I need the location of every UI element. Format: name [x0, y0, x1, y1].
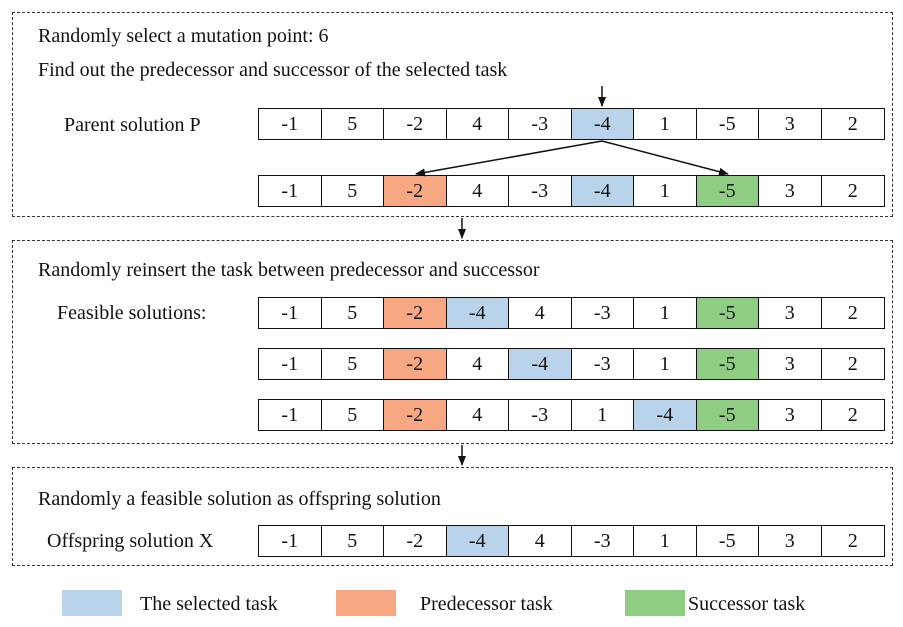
successor-task-cell: -5 — [696, 349, 759, 379]
parent-solution-label: Parent solution P — [64, 114, 201, 136]
sequence-cell: 5 — [322, 526, 384, 556]
sequence-cell: 2 — [847, 301, 858, 324]
feasible-solution-row-2: -1 5 -2 4 -4 -3 1 -5 3 2 — [258, 348, 885, 380]
offspring-solution-row: -1 5 -2 -4 4 -3 1 -5 3 2 — [258, 525, 885, 557]
sequence-cell: 3 — [759, 349, 822, 379]
sequence-cell: -3 — [572, 298, 634, 328]
selected-task-cell: -4 — [446, 526, 509, 556]
sequence-cell: 4 — [509, 526, 572, 556]
legend-predecessor-label: Predecessor task — [420, 593, 553, 615]
sequence-cell: 2 — [847, 179, 858, 202]
legend-successor-label: Successor task — [688, 593, 806, 615]
legend-predecessor-swatch — [336, 590, 396, 616]
sequence-cell: 4 — [447, 109, 509, 139]
legend-selected-swatch — [62, 590, 122, 616]
mutation-point-panel — [12, 12, 893, 217]
sequence-cell: 3 — [759, 176, 822, 206]
sequence-cell: -3 — [572, 526, 634, 556]
feasible-solutions-label: Feasible solutions: — [57, 302, 207, 324]
sequence-cell: 3 — [759, 526, 822, 556]
feasible-solution-row-3: -1 5 -2 4 -3 1 -4 -5 3 2 — [258, 399, 885, 431]
selected-task-cell: -4 — [634, 400, 697, 430]
sequence-cell: -1 — [259, 349, 322, 379]
reinsert-panel — [12, 240, 893, 444]
sequence-cell: -1 — [259, 526, 322, 556]
sequence-cell: 1 — [634, 176, 697, 206]
sequence-cell: 3 — [759, 109, 822, 139]
offspring-solution-label: Offspring solution X — [47, 530, 214, 552]
parent-solution-row: -1 5 -2 4 -3 -4 1 -5 3 2 — [258, 108, 885, 140]
sequence-cell: -2 — [384, 526, 447, 556]
selected-task-cell: -4 — [446, 298, 509, 328]
sequence-cell: -5 — [697, 526, 759, 556]
sequence-cell: -3 — [509, 400, 572, 430]
sequence-cell: -1 — [259, 400, 322, 430]
predecessor-task-cell: -2 — [384, 176, 447, 206]
sequence-cell: 1 — [634, 526, 697, 556]
feasible-solution-row-1: -1 5 -2 -4 4 -3 1 -5 3 2 — [258, 297, 885, 329]
sequence-cell: 2 — [847, 112, 858, 135]
sequence-cell: 4 — [447, 176, 509, 206]
sequence-cell: 5 — [322, 298, 384, 328]
sequence-cell: 3 — [759, 298, 822, 328]
sequence-cell: 1 — [634, 109, 697, 139]
marked-solution-row: -1 5 -2 4 -3 -4 1 -5 3 2 — [258, 175, 885, 207]
predecessor-task-cell: -2 — [384, 349, 447, 379]
successor-task-cell: -5 — [696, 298, 759, 328]
predecessor-successor-text: Find out the predecessor and successor o… — [38, 59, 508, 81]
sequence-cell: 2 — [847, 529, 858, 552]
reinsert-title: Randomly reinsert the task between prede… — [38, 259, 540, 281]
sequence-cell: 4 — [509, 298, 572, 328]
sequence-cell: -1 — [259, 176, 322, 206]
sequence-cell: 5 — [322, 176, 384, 206]
sequence-cell: -5 — [697, 109, 759, 139]
sequence-cell: 5 — [322, 400, 384, 430]
sequence-cell: -1 — [259, 109, 322, 139]
predecessor-task-cell: -2 — [384, 400, 447, 430]
offspring-panel — [12, 467, 893, 566]
sequence-cell: 3 — [759, 400, 822, 430]
sequence-cell: 5 — [322, 349, 384, 379]
selected-task-cell: -4 — [509, 349, 572, 379]
sequence-cell: 1 — [634, 349, 697, 379]
successor-task-cell: -5 — [696, 400, 759, 430]
selected-task-cell: -4 — [571, 176, 634, 206]
sequence-cell: -3 — [572, 349, 634, 379]
predecessor-task-cell: -2 — [384, 298, 447, 328]
sequence-cell: -3 — [509, 109, 572, 139]
sequence-cell: -1 — [259, 298, 322, 328]
mutation-point-text: Randomly select a mutation point: 6 — [38, 25, 329, 47]
offspring-title: Randomly a feasible solution as offsprin… — [38, 488, 441, 510]
sequence-cell: 2 — [847, 403, 858, 426]
sequence-cell: 2 — [847, 352, 858, 375]
sequence-cell: 5 — [322, 109, 384, 139]
sequence-cell: -3 — [509, 176, 572, 206]
legend-successor-swatch — [625, 590, 685, 616]
selected-task-cell: -4 — [571, 109, 634, 139]
legend-selected-label: The selected task — [140, 593, 278, 615]
sequence-cell: 4 — [447, 400, 509, 430]
sequence-cell: 1 — [634, 298, 697, 328]
successor-task-cell: -5 — [696, 176, 759, 206]
sequence-cell: 1 — [572, 400, 634, 430]
sequence-cell: -2 — [384, 109, 447, 139]
sequence-cell: 4 — [447, 349, 509, 379]
